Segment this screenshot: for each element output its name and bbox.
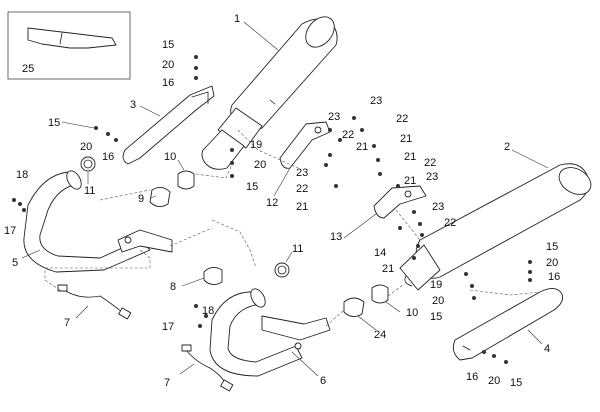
label-15-b: 15 — [48, 117, 60, 129]
label-23-c: 23 — [426, 171, 438, 183]
label-15-a: 15 — [162, 39, 174, 51]
clamp-part-10-upper — [177, 170, 195, 190]
gasket-part-11-lower — [274, 262, 290, 278]
inset-part-25 — [7, 11, 131, 80]
lambda-sensor-7-lower — [181, 344, 234, 392]
label-4: 4 — [544, 343, 550, 355]
leader-lines — [21, 21, 549, 377]
bracket-part-12 — [279, 121, 331, 169]
bracket-part-13 — [373, 185, 427, 219]
label-10-upper: 10 — [164, 151, 176, 163]
heat-shield-part-4 — [452, 288, 564, 361]
label-16-d: 16 — [466, 371, 478, 383]
clamp-part-8 — [203, 267, 223, 285]
label-18-b: 18 — [202, 305, 214, 317]
label-13: 13 — [330, 231, 342, 243]
label-20-d: 20 — [432, 295, 444, 307]
label-7-lower: 7 — [164, 377, 170, 389]
label-21-c: 21 — [404, 151, 416, 163]
label-3: 3 — [130, 99, 136, 111]
label-21-b: 21 — [400, 133, 412, 145]
label-20-b: 20 — [80, 141, 92, 153]
label-20-c: 20 — [254, 159, 266, 171]
label-2: 2 — [504, 141, 510, 153]
label-22-a: 22 — [396, 113, 408, 125]
clamp-part-9 — [149, 187, 171, 207]
label-16-b: 16 — [102, 151, 114, 163]
label-20-f: 20 — [488, 375, 500, 387]
muffler-part-2 — [399, 163, 592, 291]
label-10-lower: 10 — [406, 307, 418, 319]
label-21-a: 21 — [356, 141, 368, 153]
label-5: 5 — [12, 257, 18, 269]
label-1: 1 — [234, 13, 240, 25]
label-24: 24 — [374, 329, 386, 341]
gasket-part-11-upper — [80, 156, 96, 172]
label-15-d: 15 — [430, 311, 442, 323]
exhaust-pipe-part-5 — [23, 170, 173, 273]
label-11-upper: 11 — [84, 185, 95, 197]
label-25: 25 — [22, 63, 34, 75]
gasket-part-24 — [343, 297, 365, 317]
label-9: 9 — [138, 193, 144, 205]
label-21-d: 21 — [296, 201, 308, 213]
label-8: 8 — [170, 281, 176, 293]
label-19-b: 19 — [430, 279, 442, 291]
label-21-e: 21 — [382, 263, 394, 275]
label-23-d: 23 — [296, 167, 308, 179]
label-16-a: 16 — [162, 77, 174, 89]
label-21-f: 21 — [404, 175, 416, 187]
label-23-a: 23 — [328, 111, 340, 123]
assembly-lines — [44, 129, 541, 327]
label-22-b: 22 — [342, 129, 354, 141]
label-7-upper: 7 — [64, 317, 70, 329]
label-16-c: 16 — [548, 271, 560, 283]
label-19-a: 19 — [250, 139, 262, 151]
hardware — [12, 55, 532, 364]
label-11-lower: 11 — [292, 243, 303, 255]
exhaust-pipe-part-6 — [209, 288, 331, 377]
part-labels: 1 2 3 4 5 6 7 7 8 9 10 10 11 11 12 13 14… — [4, 13, 560, 389]
label-18-a: 18 — [16, 169, 28, 181]
label-22-d: 22 — [296, 183, 308, 195]
label-15-c: 15 — [246, 181, 258, 193]
label-22-c: 22 — [424, 157, 436, 169]
label-6: 6 — [320, 375, 326, 387]
label-22-e: 22 — [444, 217, 456, 229]
label-17-a: 17 — [4, 225, 16, 237]
label-20-e: 20 — [546, 257, 558, 269]
heat-shield-part-3 — [122, 85, 215, 165]
lambda-sensor-7-upper — [57, 284, 132, 320]
clamp-part-10-lower — [371, 284, 389, 304]
label-14: 14 — [374, 247, 386, 259]
label-23-e: 23 — [432, 201, 444, 213]
label-20-a: 20 — [162, 59, 174, 71]
muffler-part-1 — [201, 16, 338, 170]
label-12: 12 — [266, 197, 278, 209]
label-15-f: 15 — [510, 377, 522, 389]
label-15-e: 15 — [546, 241, 558, 253]
label-17-b: 17 — [162, 321, 174, 333]
label-23-b: 23 — [370, 95, 382, 107]
